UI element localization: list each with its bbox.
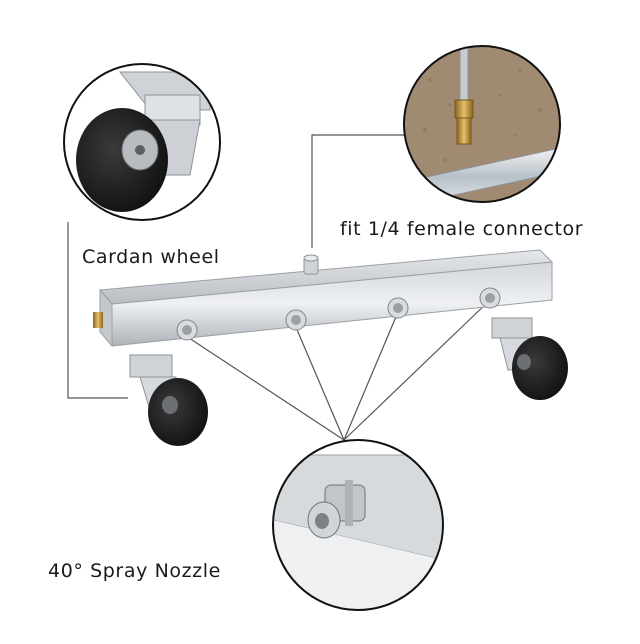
surface-cleaner-bar [93,249,554,348]
nozzle [176,319,198,341]
cardan-wheel-label: Cardan wheel [82,246,220,268]
nozzle-leader-line-3 [343,311,399,441]
top-connector [303,254,319,275]
left-caster-wheel [129,354,208,446]
spray-nozzle-label: 40° Spray Nozzle [48,560,221,582]
nozzle-fitting [307,480,366,539]
connector-leader-line [311,134,404,248]
nozzle-leader-line-4 [343,299,491,441]
right-caster-wheel [491,317,568,400]
brass-inlet [93,312,103,328]
brass-quick-connector-closeup-inset [403,45,561,203]
nozzle [285,309,307,331]
nozzle [387,297,409,319]
nozzle-leader-line-1 [185,335,345,441]
spray-nozzle-closeup-inset [272,439,444,611]
nozzle-leader-line-2 [294,324,345,441]
wheel-leader-line [67,222,128,399]
nozzle [479,287,501,309]
leader-lines [67,134,491,441]
connector-label: fit 1/4 female connector [340,218,584,240]
caster-wheel-closeup-inset [63,63,221,221]
